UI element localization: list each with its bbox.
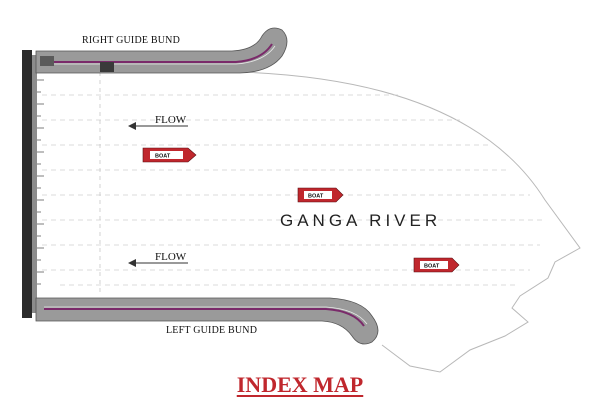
right-guide-bund-label: RIGHT GUIDE BUND	[82, 35, 180, 46]
boat-label: BOAT	[155, 154, 171, 160]
boat-icon	[413, 257, 460, 273]
boat-label: BOAT	[424, 264, 440, 270]
left-guide-bund	[35, 297, 379, 345]
left-guide-bund-label: LEFT GUIDE BUND	[166, 325, 257, 336]
left-embankment	[22, 50, 44, 318]
index-map-title: INDEX MAP	[236, 372, 364, 397]
flow-label: FLOW	[155, 251, 187, 263]
flow-arrow-icon	[128, 259, 188, 267]
right-guide-bund	[35, 27, 288, 74]
river-bank-outline	[239, 71, 581, 373]
river-name-label: GANGA RIVER	[280, 211, 441, 230]
boat-icon	[297, 187, 344, 203]
flow-arrow-icon	[128, 122, 188, 130]
flow-label: FLOW	[155, 114, 187, 126]
boat-icon	[142, 147, 197, 163]
river-dash-lines	[42, 94, 545, 286]
boat-label: BOAT	[308, 194, 324, 200]
